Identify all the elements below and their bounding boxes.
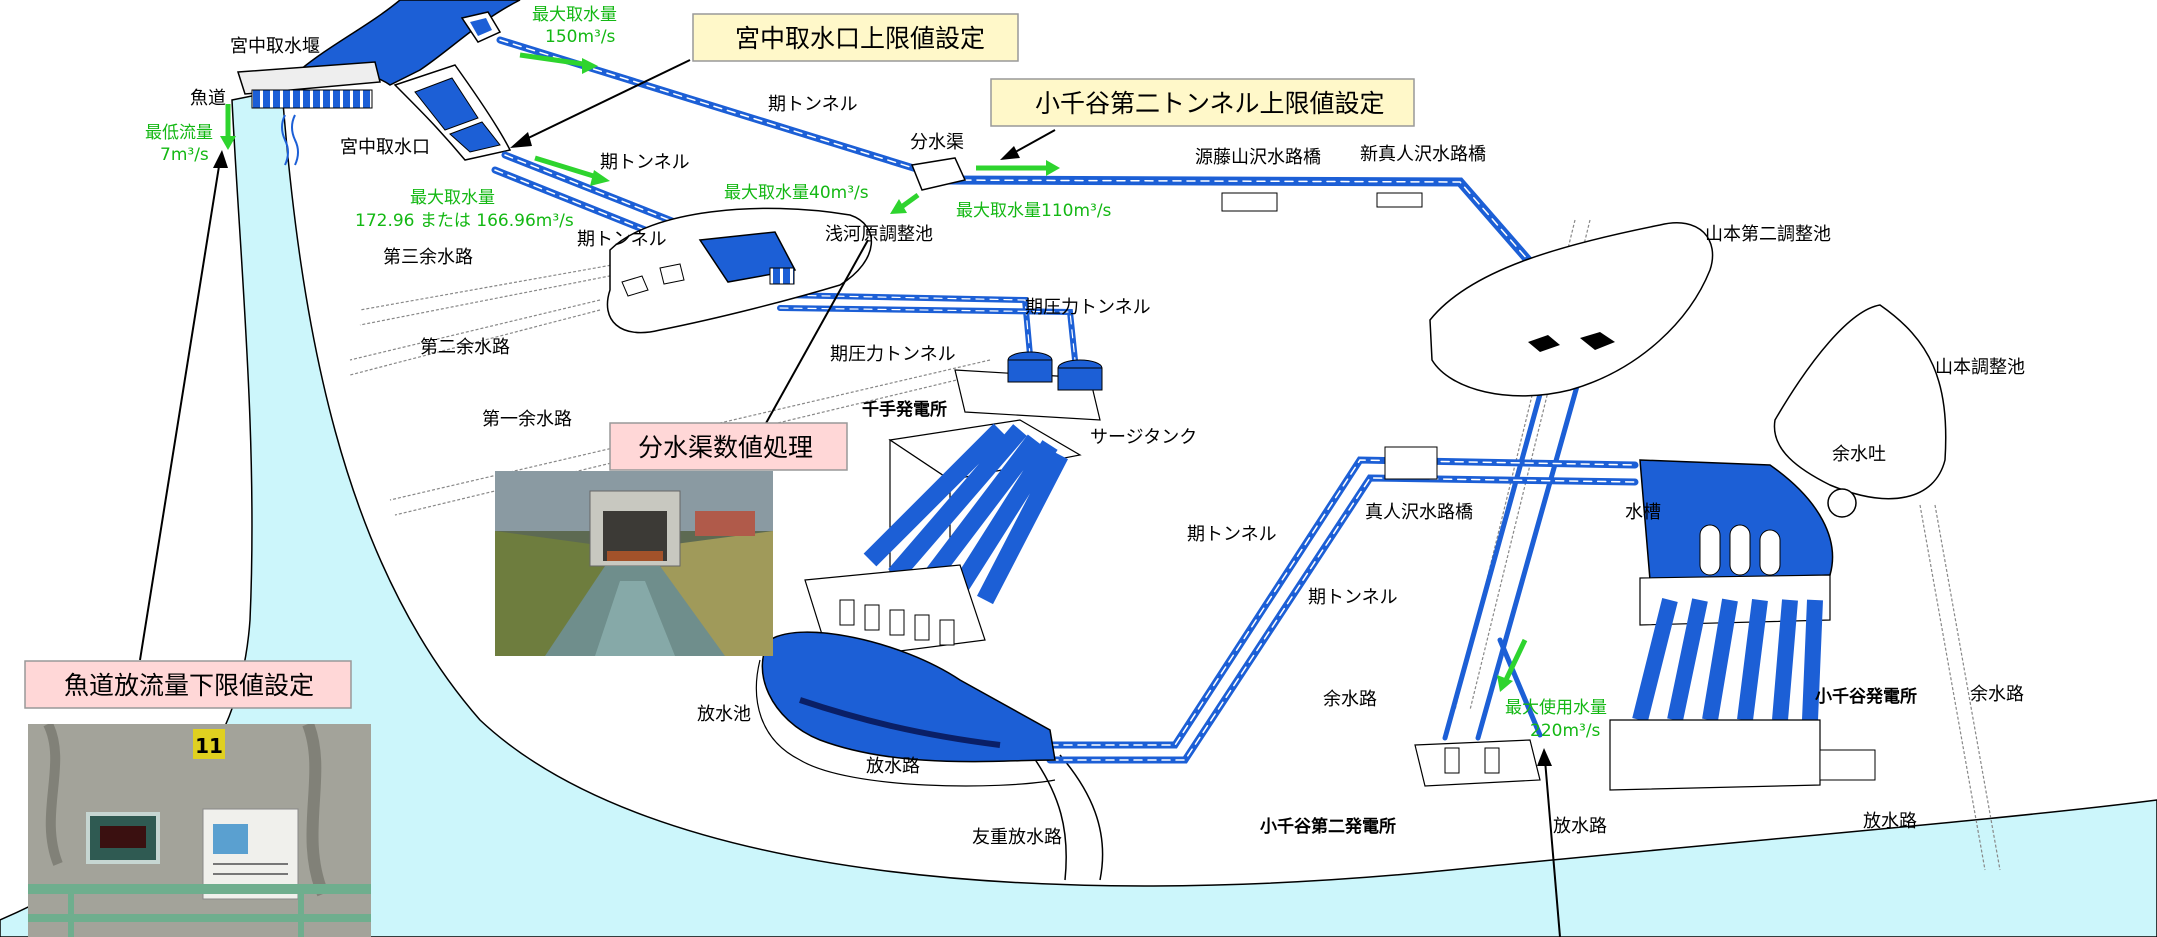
branch-channel-photo — [495, 471, 773, 656]
fishway-counter-photo-image: 11 — [28, 724, 371, 937]
flow-min-value: 7m³/s — [160, 145, 209, 165]
callout-tunnel-limit-text: 小千谷第二トンネル上限値設定 — [1035, 89, 1385, 118]
flow-110: 最大取水量110m³/s — [956, 201, 1112, 221]
callout-branch-processing-text: 分水渠数値処理 — [638, 433, 813, 462]
label-pressure-tunnel-1: 期圧力トンネル — [1025, 297, 1151, 318]
flow-150-title: 最大取水量 — [532, 5, 617, 25]
label-weir: 宮中取水堰 — [230, 36, 320, 57]
label-intake: 宮中取水口 — [340, 137, 430, 158]
label-mahito-bridge: 真人沢水路橋 — [1365, 502, 1473, 523]
spillway-lines — [349, 219, 2001, 871]
tomoshige-channel — [1059, 754, 1104, 881]
callout-tunnel-limit: 小千谷第二トンネル上限値設定 — [990, 78, 1415, 127]
callout-intake-limit: 宮中取水口上限値設定 — [692, 13, 1019, 62]
label-spillway-3: 第三余水路 — [383, 247, 473, 268]
label-surge-tank: サージタンク — [1090, 427, 1197, 448]
label-shinmahito-bridge: 新真人沢水路橋 — [1360, 144, 1486, 165]
flow-arrows — [220, 52, 1528, 692]
label-senju-station: 千手発電所 — [862, 399, 947, 420]
label-spill-outlet: 余水吐 — [1832, 444, 1886, 465]
label-discharge-2: 放水路 — [1553, 816, 1607, 837]
label-discharge-pond: 放水池 — [697, 704, 751, 725]
branch-channel-photo-image — [495, 471, 773, 656]
label-spillway-a: 余水路 — [1323, 689, 1377, 710]
label-tunnel-1: 期トンネル — [768, 94, 858, 115]
fishway-counter-photo: 11 — [28, 724, 371, 937]
aqueduct-bridges — [1221, 192, 1438, 480]
label-tunnel-5: 期トンネル — [1308, 587, 1398, 608]
ojiya2-powerhouse — [1414, 739, 1541, 787]
labels: 宮中取水堰 魚道 宮中取水口 期トンネル 期トンネル 期トンネル 分水渠 浅河原… — [190, 36, 2025, 848]
callout-pointers — [139, 59, 1561, 937]
callout-fishway-limit: 魚道放流量下限値設定 — [24, 660, 352, 709]
flow-use-value: 220m³/s — [1530, 721, 1601, 741]
tomoshige-channel-2 — [1031, 754, 1067, 881]
label-ojiya2-station: 小千谷第二発電所 — [1260, 816, 1396, 837]
label-tunnel-4: 期トンネル — [1187, 524, 1277, 545]
label-tunnel-3: 期トンネル — [577, 229, 667, 250]
label-spillway-1: 第一余水路 — [482, 409, 572, 430]
flow-intake-title: 最大取水量 — [410, 188, 495, 208]
weir-structure — [236, 61, 381, 166]
label-pressure-tunnel-2: 期圧力トンネル — [830, 344, 956, 365]
label-tunnel-2: 期トンネル — [600, 152, 690, 173]
label-spillway-2: 第二余水路 — [420, 337, 510, 358]
yamamoto2-pond — [1429, 222, 1714, 397]
label-tomoshige: 友重放水路 — [972, 827, 1062, 848]
callout-intake-limit-text: 宮中取水口上限値設定 — [735, 24, 985, 53]
label-discharge-1: 放水路 — [866, 756, 920, 777]
flow-intake-value: 172.96 または 166.96m³/s — [355, 211, 574, 231]
label-yamamoto2-pond: 山本第二調整池 — [1705, 224, 1831, 245]
callout-branch-processing: 分水渠数値処理 — [609, 422, 848, 471]
label-spillway-b: 余水路 — [1970, 684, 2024, 705]
label-genfuji-bridge: 源藤山沢水路橋 — [1195, 147, 1321, 168]
label-discharge-3: 放水路 — [1863, 811, 1917, 832]
branch-box — [910, 157, 967, 191]
label-yamamoto-pond: 山本調整池 — [1935, 357, 2025, 378]
flow-use-title: 最大使用水量 — [1505, 697, 1607, 718]
flow-150-value: 150m³/s — [545, 27, 616, 47]
senju-discharge-pond — [761, 631, 1056, 763]
flow-min-title: 最低流量 — [145, 123, 213, 143]
ojiya-powerhouse — [1609, 459, 1876, 791]
label-ojiya-station: 小千谷発電所 — [1815, 686, 1917, 707]
label-branch: 分水渠 — [910, 132, 964, 153]
yamamoto-pond — [1773, 304, 1947, 500]
label-asakawara: 浅河原調整池 — [825, 224, 933, 245]
label-water-tank: 水槽 — [1625, 502, 1661, 523]
callout-fishway-limit-text: 魚道放流量下限値設定 — [64, 671, 314, 700]
flow-labels: 最大取水量 150m³/s 最低流量 7m³/s 最大取水量 172.96 また… — [145, 5, 1607, 741]
label-fishway: 魚道 — [190, 88, 226, 109]
fishway-counter-sign: 11 — [195, 734, 223, 758]
flow-40: 最大取水量40m³/s — [724, 183, 869, 203]
surge-tanks — [954, 351, 1103, 421]
